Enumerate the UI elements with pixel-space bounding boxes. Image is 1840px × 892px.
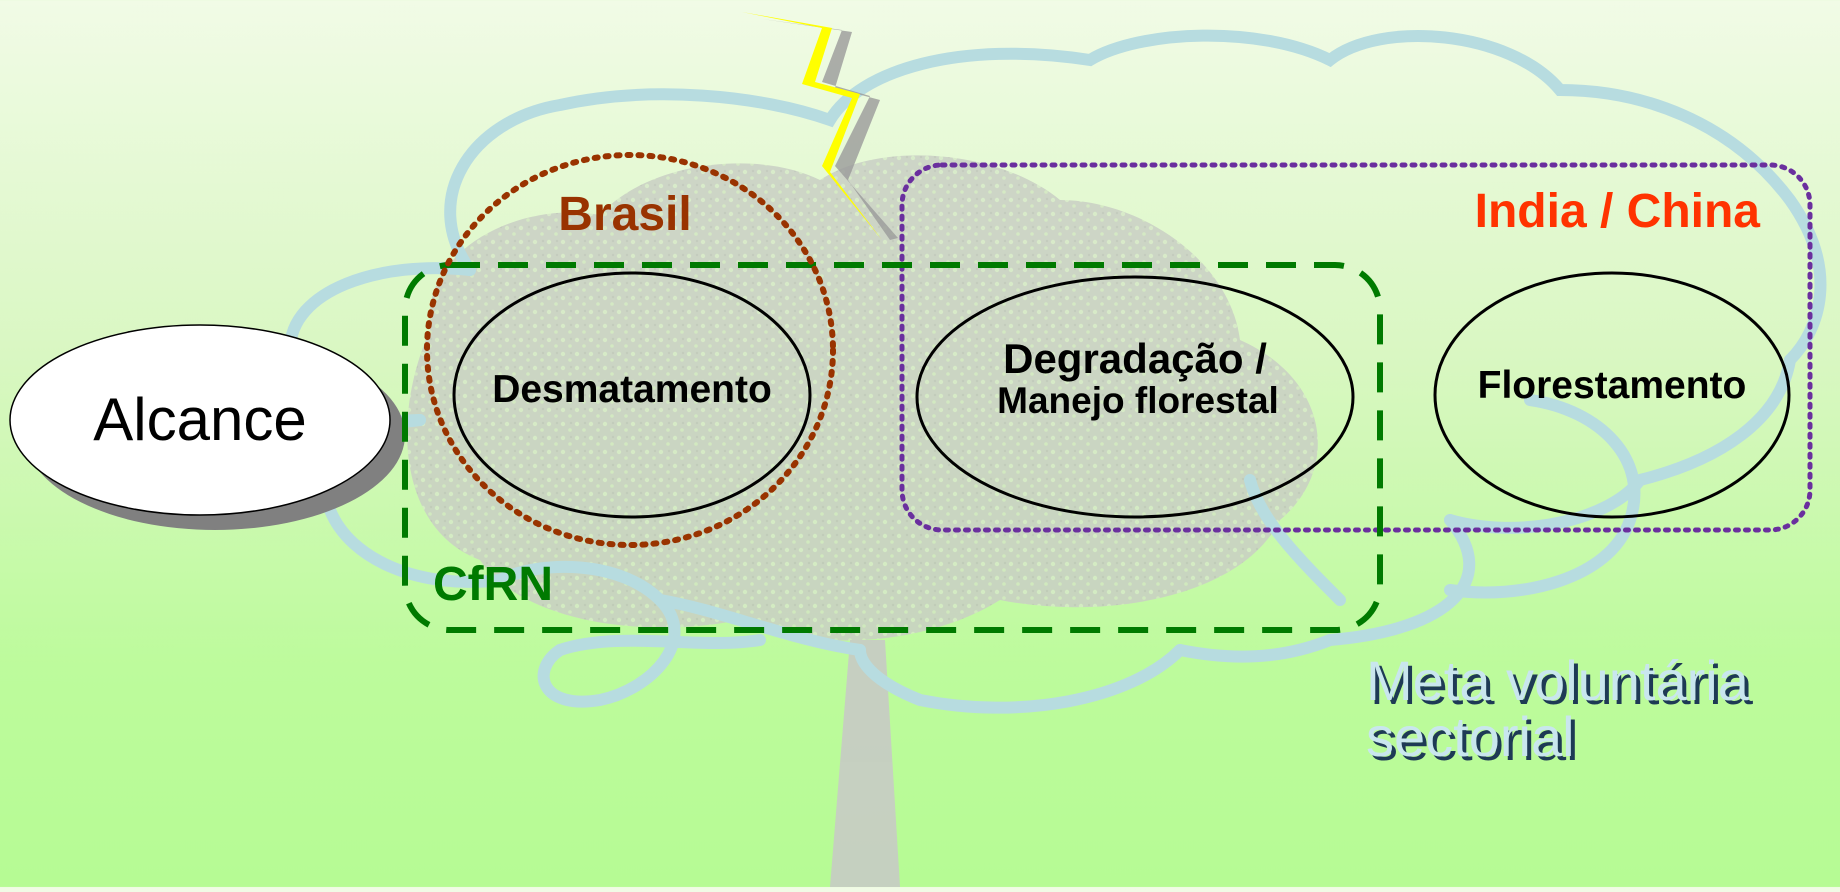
degradation-node: Degradação / Manejo florestal: [915, 275, 1355, 519]
lightning-bolt-icon: [742, 12, 898, 240]
target-line1-shadow: Meta voluntária: [1370, 653, 1754, 716]
afforestation-label: Florestamento: [1478, 364, 1747, 407]
target-label: Meta voluntária Meta voluntária sectoria…: [1366, 649, 1754, 772]
tree-trunk: [830, 640, 900, 887]
degradation-ellipse: [915, 275, 1355, 519]
afforestation-node: Florestamento: [1433, 271, 1791, 519]
cfrn-region: [402, 262, 1383, 633]
brasil-region: [424, 152, 836, 548]
target-line2-shadow: sectorial: [1370, 709, 1579, 772]
deforestation-label: Desmatamento: [492, 368, 772, 411]
target-line1: Meta voluntária: [1366, 649, 1750, 712]
brasil-label: Brasil: [558, 188, 691, 241]
deforestation-node: Desmatamento: [452, 271, 812, 519]
tree-canopy: [407, 155, 1318, 641]
india-china-label: India / China: [1475, 185, 1761, 238]
scope-ellipse: [9, 324, 391, 516]
scope-node: Alcance: [9, 324, 405, 530]
afforestation-ellipse: [1433, 271, 1791, 519]
cfrn-label: CfRN: [433, 558, 553, 611]
tree-silhouette: [407, 155, 1318, 887]
degradation-label-line1: Degradação /: [1003, 335, 1267, 382]
deforestation-ellipse: [452, 271, 812, 519]
target-line2: sectorial: [1366, 705, 1575, 768]
degradation-label-line2: Manejo florestal: [997, 380, 1279, 421]
india-china-region: [899, 162, 1813, 533]
scope-label: Alcance: [93, 386, 306, 453]
